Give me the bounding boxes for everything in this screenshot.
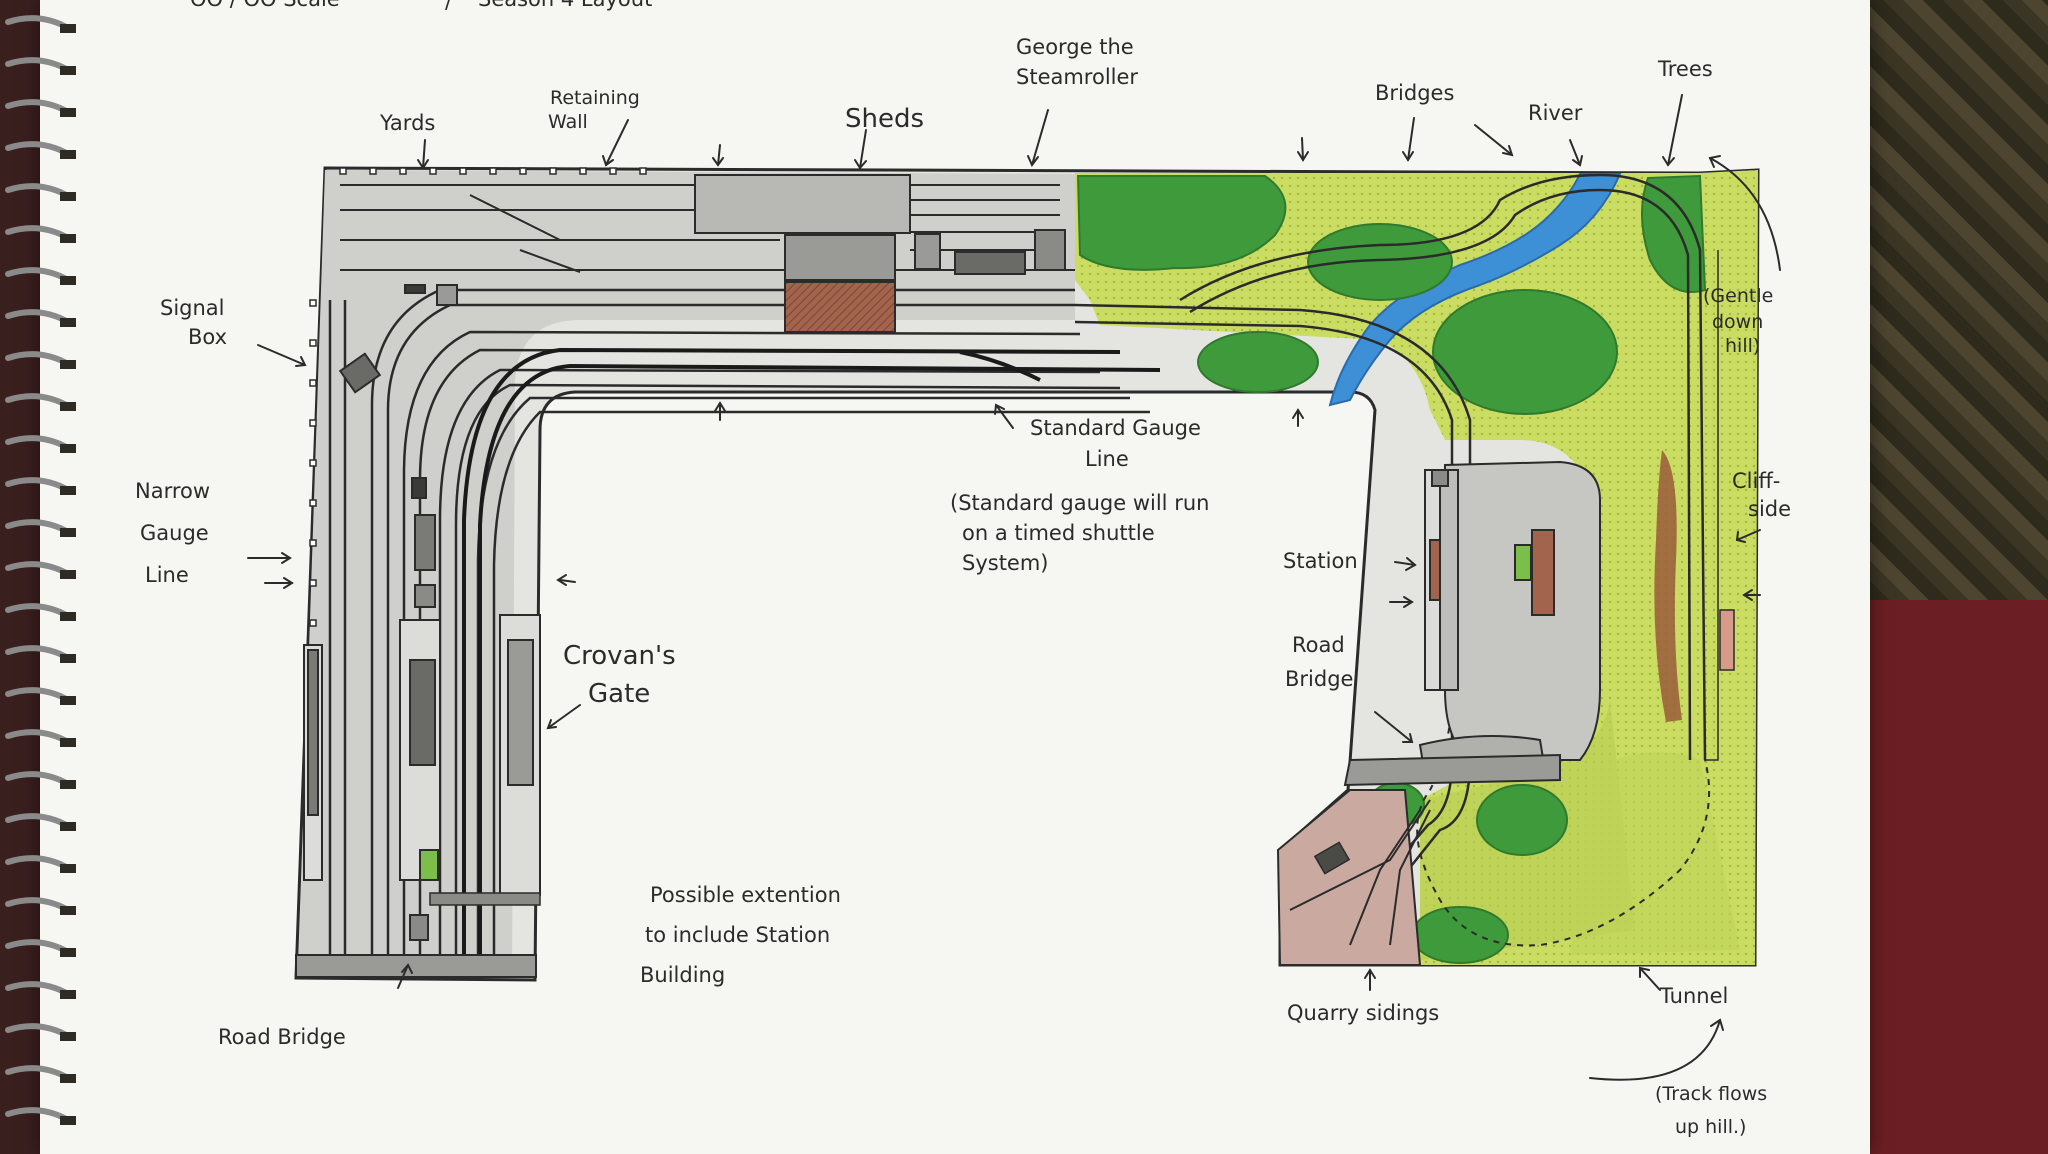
binding-hole xyxy=(60,780,76,789)
binding-hole xyxy=(60,402,76,411)
label-signal-1: Signal xyxy=(160,296,225,320)
binding-hole xyxy=(60,108,76,117)
pointer-arrows xyxy=(247,94,1781,1081)
label-signal-2: Box xyxy=(188,325,228,349)
binding-hole xyxy=(60,360,76,369)
label-track-flows-2: up hill.) xyxy=(1675,1116,1747,1138)
label-extension-3: Building xyxy=(640,963,726,987)
binding-hole xyxy=(60,444,76,453)
label-track-flows-1: (Track flows xyxy=(1655,1083,1768,1105)
label-retaining-wall-1: Retaining xyxy=(550,87,640,109)
binding-hole xyxy=(60,654,76,663)
label-gentle-1: (Gentle xyxy=(1703,285,1774,307)
small-buildings-left xyxy=(303,284,541,941)
label-gentle-3: hill) xyxy=(1725,335,1761,357)
label-cliff-2: side xyxy=(1748,497,1792,521)
label-narrow-1: Narrow xyxy=(135,479,211,503)
label-cliff-1: Cliff- xyxy=(1732,469,1781,493)
label-road-bridge-right-1: Road xyxy=(1292,633,1345,657)
label-crovan-2: Gate xyxy=(588,679,651,709)
road-bridge-right xyxy=(1343,735,1561,787)
label-tunnel: Tunnel xyxy=(1660,984,1729,1008)
label-road-bridge-left: Road Bridge xyxy=(218,1025,346,1049)
binding-hole xyxy=(60,276,76,285)
label-station: Station xyxy=(1283,549,1358,573)
binding-hole xyxy=(60,906,76,915)
binding-hole xyxy=(60,1116,76,1125)
label-yards: Yards xyxy=(380,111,436,135)
binding-hole xyxy=(60,528,76,537)
label-shuttle-3: System) xyxy=(962,551,1049,575)
binding-hole xyxy=(60,1032,76,1041)
label-trees: Trees xyxy=(1658,57,1713,81)
header-scale: OO / OO Scale xyxy=(190,0,340,13)
binding-hole xyxy=(60,1074,76,1083)
binding-hole xyxy=(60,612,76,621)
standard-gauge-line xyxy=(462,347,1161,970)
binding-hole xyxy=(60,696,76,705)
label-shuttle-2: on a timed shuttle xyxy=(962,521,1155,545)
binding-hole xyxy=(60,864,76,873)
label-shuttle-1: (Standard gauge will run xyxy=(950,491,1210,515)
station-area xyxy=(1424,460,1601,761)
binding-hole xyxy=(60,738,76,747)
label-road-bridge-right-2: Bridge xyxy=(1285,667,1354,691)
label-river: River xyxy=(1528,101,1583,125)
label-sheds: Sheds xyxy=(845,104,925,134)
road-bridge-left xyxy=(295,892,541,978)
binding-hole xyxy=(60,150,76,159)
label-extension-1: Possible extention xyxy=(650,883,841,907)
quarry-sidings xyxy=(1276,789,1431,966)
binding-hole xyxy=(60,192,76,201)
binding-hole xyxy=(60,990,76,999)
label-quarry: Quarry sidings xyxy=(1287,1001,1440,1025)
river xyxy=(1328,173,1622,407)
header-season: Season 4 Layout xyxy=(478,0,652,13)
binding-hole xyxy=(60,234,76,243)
binding-hole xyxy=(60,318,76,327)
label-narrow-3: Line xyxy=(145,563,189,587)
label-george-2: Steamroller xyxy=(1016,65,1139,89)
binding-hole xyxy=(60,822,76,831)
retaining-wall-posts xyxy=(309,167,647,627)
binding-hole xyxy=(60,570,76,579)
header-separator: / xyxy=(445,0,453,13)
track-bed xyxy=(298,170,1075,978)
spiral-binding xyxy=(5,15,76,1125)
label-retaining-wall-2: Wall xyxy=(548,111,588,133)
label-george-1: George the xyxy=(1016,35,1134,59)
label-standard-1: Standard Gauge xyxy=(1030,416,1201,440)
binding-hole xyxy=(60,66,76,75)
binding-hole xyxy=(60,24,76,33)
binding-hole xyxy=(60,486,76,495)
tunnel-mark xyxy=(1719,609,1735,671)
label-bridges: Bridges xyxy=(1375,81,1455,105)
binding-hole xyxy=(60,948,76,957)
label-extension-2: to include Station xyxy=(645,923,831,947)
cliffside xyxy=(1654,450,1682,722)
label-gentle-2: down xyxy=(1712,311,1764,333)
label-crovan-1: Crovan's xyxy=(563,641,676,671)
label-narrow-2: Gauge xyxy=(140,521,209,545)
sheds xyxy=(694,174,1066,333)
label-standard-2: Line xyxy=(1085,447,1129,471)
